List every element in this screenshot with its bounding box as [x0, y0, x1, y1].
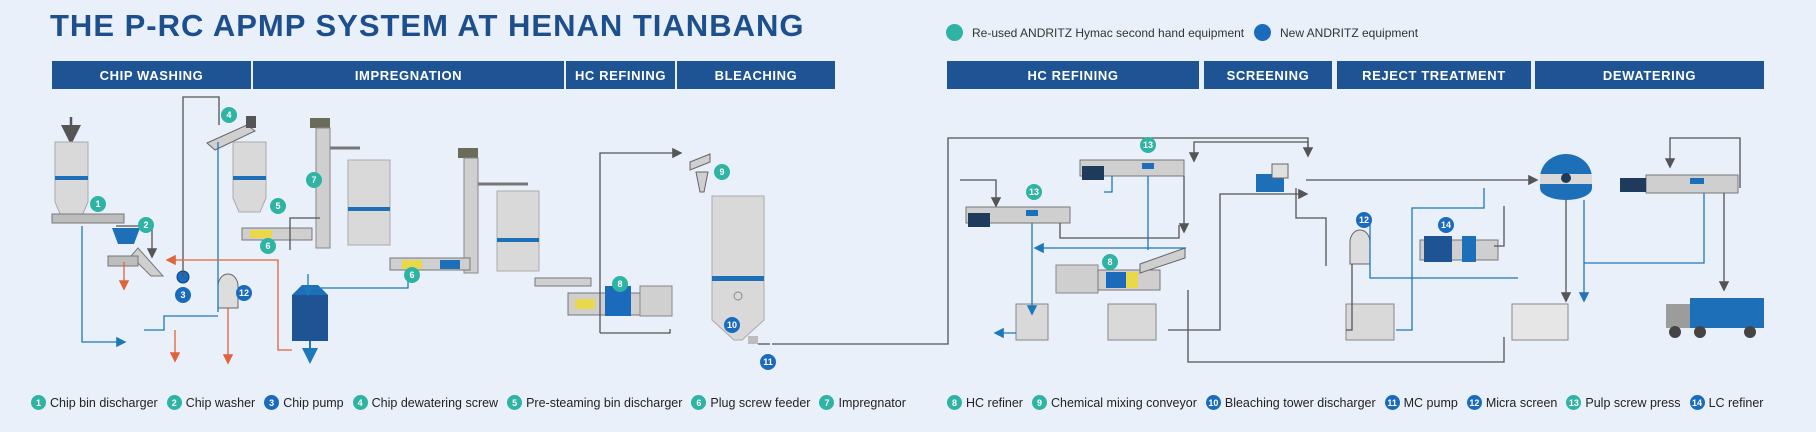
svg-text:4: 4: [226, 110, 231, 120]
truck-icon: [1666, 298, 1764, 338]
footer-item: Chip dewatering screw: [371, 395, 499, 410]
svg-text:2: 2: [143, 220, 148, 230]
svg-text:8: 8: [617, 279, 622, 289]
svg-text:7: 7: [311, 175, 316, 185]
reused-dot-icon: [946, 24, 963, 41]
dewatering-tank: [1540, 154, 1592, 200]
svg-text:6: 6: [409, 270, 414, 280]
marker-3: 3: [264, 395, 280, 410]
legend-new-label: New ANDRITZ equipment: [1280, 25, 1419, 40]
footer-item: Pulp screw press: [1585, 395, 1681, 410]
footer-item: Bleaching tower discharger: [1224, 395, 1376, 410]
chip-washer: [107, 228, 165, 277]
bleaching-tower: [711, 195, 765, 344]
chip-bin: [51, 117, 125, 224]
section-bleaching: BLEACHING: [677, 61, 835, 89]
svg-text:11: 11: [763, 357, 773, 367]
svg-text:9: 9: [719, 167, 724, 177]
marker-1: 1: [31, 395, 46, 410]
number-markers: 1 2 3 4 5 6 7 6 8 9 12 10 11 13 13 8 12 …: [90, 107, 1454, 370]
svg-text:8: 8: [1107, 257, 1112, 267]
section-impregnation: IMPREGNATION: [253, 61, 564, 89]
legend-reused: Re-used ANDRITZ Hymac second hand equipm…: [946, 24, 1244, 41]
svg-text:13: 13: [1029, 187, 1039, 197]
micra-screen-right: [1349, 229, 1371, 265]
impregnator-1: [310, 118, 391, 249]
section-screening: SCREENING: [1204, 61, 1332, 89]
tank-2: [1107, 303, 1157, 341]
footer-item: Plug screw feeder: [710, 395, 811, 410]
micra-screen-left: [217, 273, 239, 309]
footer-item: MC pump: [1403, 395, 1458, 410]
marker-8: 8: [947, 395, 962, 410]
right-flows: [960, 137, 1741, 363]
hc-refiner-left: [534, 277, 673, 317]
svg-text:5: 5: [275, 201, 280, 211]
svg-text:1: 1: [95, 199, 100, 209]
marker-13: 13: [1566, 395, 1582, 410]
svg-text:3: 3: [180, 290, 185, 300]
marker-5: 5: [507, 395, 523, 410]
section-reject-treatment: REJECT TREATMENT: [1337, 61, 1531, 89]
pulp-screw-press-mid: [965, 206, 1071, 227]
lc-refiner: [1419, 236, 1499, 262]
tank-4: [1511, 303, 1569, 341]
section-hc-refining-right: HC REFINING: [947, 61, 1199, 89]
section-dewatering: DEWATERING: [1535, 61, 1764, 89]
marker-9: 9: [1031, 395, 1047, 410]
footer-item: Impregnator: [838, 395, 906, 410]
impregnator-2: [458, 148, 540, 274]
svg-text:12: 12: [1359, 215, 1369, 225]
chip-dewatering-screw: [206, 116, 256, 151]
footer-item: LC refiner: [1708, 395, 1764, 410]
svg-text:6: 6: [265, 241, 270, 251]
footer-item: Pre-steaming bin discharger: [526, 395, 683, 410]
svg-text:13: 13: [1143, 140, 1153, 150]
footer-item: Chip bin discharger: [50, 395, 158, 410]
plug-screw-feeder: [389, 257, 471, 271]
hc-refiner-right: [1055, 247, 1186, 294]
screening-unit: [1256, 163, 1289, 192]
footer-item: HC refiner: [966, 395, 1023, 410]
marker-12: 12: [1466, 395, 1482, 410]
new-dot-icon: [1254, 24, 1271, 41]
marker-11: 11: [1384, 395, 1400, 410]
chemical-mixing-conveyor: [689, 153, 711, 193]
pulp-screw-press-top: [1079, 159, 1185, 180]
marker-10: 10: [1205, 395, 1221, 410]
pre-steaming-bin: [232, 141, 313, 241]
marker-6: 6: [691, 395, 707, 410]
screw-press-dewatering: [1620, 174, 1739, 194]
footer-item: Chip pump: [283, 395, 344, 410]
section-chip-washing: CHIP WASHING: [52, 61, 251, 89]
legend-reused-label: Re-used ANDRITZ Hymac second hand equipm…: [972, 25, 1245, 40]
collection-tank: [292, 285, 328, 364]
footer-item: Micra screen: [1485, 395, 1558, 410]
marker-7: 7: [819, 395, 835, 410]
footer-item: Chip washer: [185, 395, 256, 410]
section-hc-refining-left: HC REFINING: [566, 61, 675, 89]
page-title: THE P-RC APMP SYSTEM AT HENAN TIANBANG: [50, 8, 805, 43]
legend-new: New ANDRITZ equipment: [1254, 24, 1418, 41]
svg-text:14: 14: [1441, 220, 1451, 230]
svg-text:12: 12: [239, 288, 249, 298]
footer-item: Chemical mixing conveyor: [1050, 395, 1197, 410]
tank-3: [1345, 303, 1395, 341]
marker-2: 2: [166, 395, 182, 410]
marker-4: 4: [352, 395, 368, 410]
svg-text:10: 10: [727, 320, 737, 330]
marker-14: 14: [1689, 395, 1705, 410]
